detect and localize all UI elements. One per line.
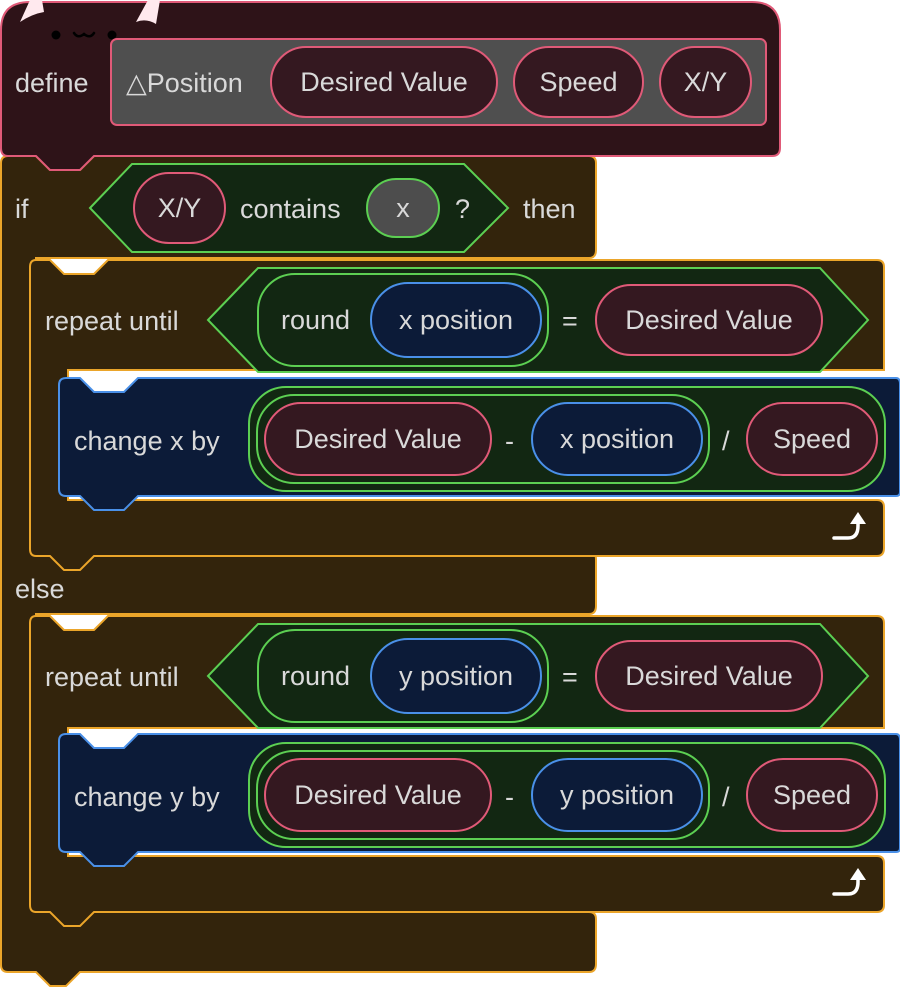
x-position-reporter[interactable]: x position — [531, 402, 703, 476]
speed-arg[interactable]: Speed — [746, 402, 878, 476]
param-x-y[interactable]: X/Y — [659, 46, 752, 118]
speed-arg[interactable]: Speed — [746, 758, 878, 832]
repeat-until-label: repeat until — [45, 662, 179, 692]
question-mark: ? — [455, 194, 471, 224]
cat-face-decoration — [51, 30, 117, 40]
if-else-block[interactable] — [0, 155, 597, 987]
condition-arg-x-y[interactable]: X/Y — [133, 172, 226, 244]
repeat-until-label: repeat until — [45, 306, 179, 336]
equals-sign: = — [562, 662, 578, 692]
desired-value-arg[interactable]: Desired Value — [264, 402, 492, 476]
equals-sign: = — [562, 306, 578, 336]
desired-value-arg[interactable]: Desired Value — [595, 640, 823, 712]
round-label: round — [281, 304, 351, 335]
custom-block-name: △Position — [126, 68, 243, 98]
contains-value-input[interactable]: x — [366, 178, 440, 238]
minus-sign: - — [505, 426, 514, 456]
x-position-reporter[interactable]: x position — [370, 282, 542, 358]
change-y-label: change y by — [74, 782, 220, 812]
cat-ears-decoration — [20, 0, 160, 24]
desired-value-arg[interactable]: Desired Value — [264, 758, 492, 832]
y-position-reporter[interactable]: y position — [531, 758, 703, 832]
subtract-operator-x[interactable] — [256, 394, 710, 484]
param-speed[interactable]: Speed — [513, 46, 644, 118]
subtract-operator-y[interactable] — [256, 750, 710, 840]
loop-arrow-icon — [832, 512, 866, 540]
divide-sign: / — [722, 782, 730, 812]
divide-sign: / — [722, 426, 730, 456]
define-keyword: define — [15, 68, 89, 98]
y-position-reporter[interactable]: y position — [370, 638, 542, 714]
loop-arrow-icon — [832, 868, 866, 896]
else-keyword: else — [15, 574, 65, 604]
round-label: round — [281, 660, 351, 691]
if-keyword: if — [15, 194, 29, 224]
param-desired-value[interactable]: Desired Value — [270, 46, 498, 118]
change-x-label: change x by — [74, 426, 220, 456]
desired-value-arg[interactable]: Desired Value — [595, 284, 823, 356]
then-keyword: then — [523, 194, 576, 224]
minus-sign: - — [505, 782, 514, 812]
contains-operator: contains — [240, 194, 341, 224]
